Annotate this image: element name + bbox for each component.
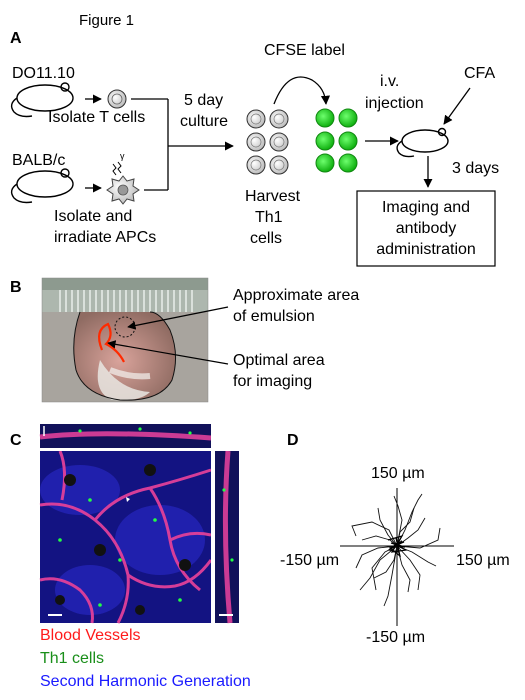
mouse-top-icon xyxy=(10,82,74,118)
mouse-recipient-icon xyxy=(396,127,449,158)
panel-label-c: C xyxy=(10,432,22,449)
days-label: 3 days xyxy=(452,160,500,177)
merge-bracket xyxy=(131,98,234,191)
track-plot xyxy=(340,488,454,626)
optimal-arrow xyxy=(107,340,229,365)
th1-label: Th1 xyxy=(255,209,283,226)
skin-outline xyxy=(73,311,176,401)
iv-label: i.v. xyxy=(380,73,400,90)
track-label-bottom: -150 µm xyxy=(366,629,426,646)
culture-label-1: 5 day xyxy=(184,92,224,109)
isolate-and-label: Isolate and xyxy=(54,208,133,225)
mouse-top-label: DO11.10 xyxy=(12,65,75,82)
track-core xyxy=(387,534,408,558)
track-label-top: 150 µm xyxy=(371,465,425,482)
isolate-t-label: Isolate T cells xyxy=(48,109,146,126)
panel-label-a: A xyxy=(10,30,22,47)
irradiation-symbol: γ xyxy=(120,151,125,161)
mouse-photo xyxy=(41,277,209,403)
imaging-box xyxy=(356,190,496,267)
box-line-3: administration xyxy=(376,241,476,258)
figure-title: Figure 1 xyxy=(79,12,135,29)
track-label-right: 150 µm xyxy=(456,552,510,569)
optimal-label-2: for imaging xyxy=(233,373,313,390)
legend-th1-cells: Th1 cells xyxy=(40,650,105,667)
box-line-2: antibody xyxy=(395,220,457,237)
optimal-label-1: Optimal area xyxy=(233,352,325,369)
cfse-label: CFSE label xyxy=(264,42,345,59)
legend-blood-vessels: Blood Vessels xyxy=(40,627,141,644)
cfa-arrow xyxy=(443,87,471,125)
microscopy-image xyxy=(39,424,239,624)
culture-label-2: culture xyxy=(180,113,229,130)
emulsion-label-2: of emulsion xyxy=(233,308,315,325)
box-line-1: Imaging and xyxy=(381,199,471,216)
mouse-bottom-label: BALB/c xyxy=(12,152,66,169)
apc-icon xyxy=(106,175,140,205)
injection-label: injection xyxy=(365,95,424,112)
track-label-left: -150 µm xyxy=(280,552,340,569)
cell-tracks xyxy=(351,493,441,607)
imaging-box-text: Imaging and antibody administration xyxy=(357,191,495,266)
harvest-cells-grid xyxy=(246,109,289,175)
panel-label-d: D xyxy=(287,432,299,449)
emulsion-label-1: Approximate area xyxy=(233,287,360,304)
cfa-label: CFA xyxy=(464,65,496,82)
panel-label-b: B xyxy=(10,279,22,296)
cells-label: cells xyxy=(250,230,283,247)
cfse-cells-grid xyxy=(315,108,358,173)
legend-shg: Second Harmonic Generation xyxy=(40,673,251,690)
irradiation-icon xyxy=(112,161,122,176)
mouse-bottom-icon xyxy=(10,168,74,204)
cfse-arrow xyxy=(273,76,331,105)
t-cell-icon xyxy=(107,89,127,109)
optimal-area xyxy=(97,322,125,363)
harvest-label: Harvest xyxy=(245,188,301,205)
emulsion-arrow xyxy=(127,306,229,330)
irradiate-label: irradiate APCs xyxy=(54,229,157,246)
